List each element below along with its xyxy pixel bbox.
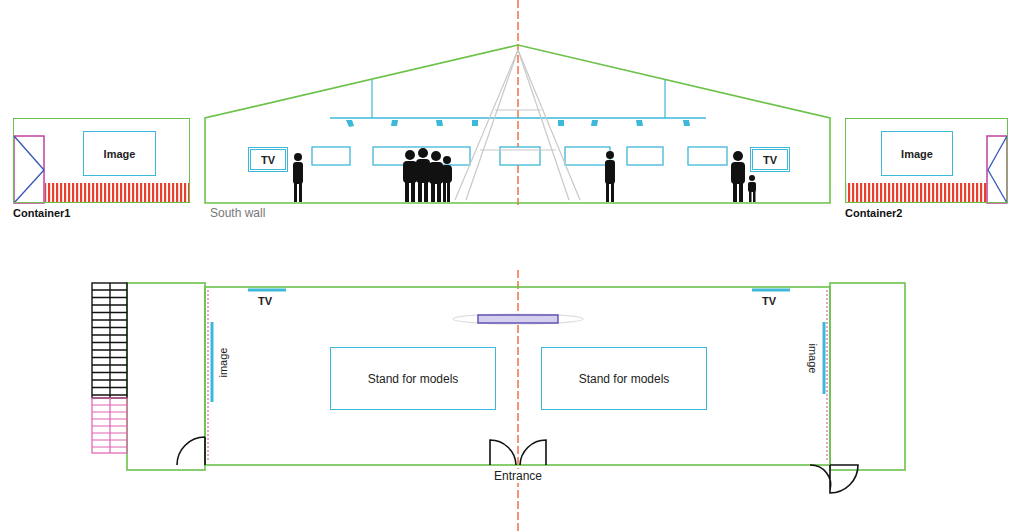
- image-label: image: [219, 347, 230, 377]
- image-label: image: [808, 343, 819, 373]
- container-box: Container1Image: [13, 118, 190, 203]
- container-name: Container1: [13, 207, 70, 219]
- entrance-label: Entrance: [492, 469, 544, 483]
- tv-screen: TV: [750, 147, 790, 172]
- model-stand: Stand for models: [541, 347, 707, 410]
- node-text: Stand for models: [579, 372, 670, 386]
- tv-screen: TV: [248, 147, 288, 172]
- node-text: Image: [901, 148, 933, 160]
- container-box: Container2Image: [845, 118, 1008, 203]
- tv-label: TV: [258, 296, 272, 307]
- wall-name: South wall: [210, 207, 265, 219]
- node-text: Image: [104, 148, 136, 160]
- container-name: Container2: [845, 207, 902, 219]
- tv-label: TV: [762, 296, 776, 307]
- image-panel: Image: [881, 131, 953, 176]
- image-panel: Image: [83, 131, 156, 176]
- node-text: TV: [261, 154, 275, 166]
- node-text: Stand for models: [368, 372, 459, 386]
- node-text: TV: [763, 154, 777, 166]
- model-stand: Stand for models: [330, 347, 496, 410]
